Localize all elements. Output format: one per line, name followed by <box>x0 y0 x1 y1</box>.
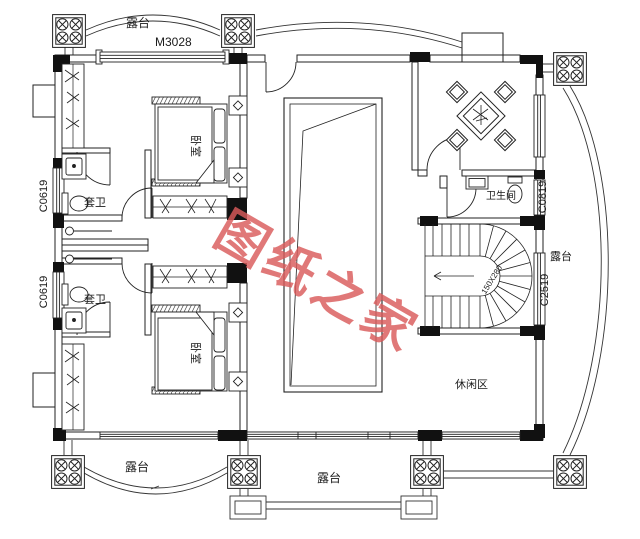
label-bedroom-bottom: 卧室 <box>189 342 201 364</box>
toilet-icon <box>61 176 523 306</box>
label-terrace-bottom-left: 露台 <box>125 460 150 474</box>
label-bedroom-top: 卧室 <box>189 135 201 157</box>
label-window-c0619-top: C0619 <box>38 179 50 213</box>
stair-note: 150X280 <box>480 263 505 295</box>
bed-icon <box>151 95 248 395</box>
plumbing-riser-icon <box>65 226 112 264</box>
windows <box>52 49 546 440</box>
label-leisure-area: 休闲区 <box>455 379 488 391</box>
label-ensuite-bottom: 套卫 <box>84 294 106 306</box>
label-terrace-top: 露台 <box>126 16 151 30</box>
label-terrace-bottom-right: 露台 <box>317 471 342 485</box>
mahjong-table-icon <box>445 80 517 152</box>
bathroom-fixtures <box>61 153 523 334</box>
terrace-railing <box>63 14 609 520</box>
label-ensuite-top: 套卫 <box>84 197 106 209</box>
label-window-c0819: C0819 <box>537 180 549 214</box>
label-door-m3028: M3028 <box>155 35 192 49</box>
central-void <box>283 97 383 393</box>
wall-blocks <box>53 52 545 441</box>
label-window-c0619-bottom: C0619 <box>38 275 50 309</box>
label-bathroom: 卫生间 <box>486 191 516 202</box>
label-terrace-right: 露台 <box>550 251 572 263</box>
sink-icon <box>61 153 489 334</box>
label-window-c2519: C2519 <box>539 273 551 307</box>
stairs-icon: 150X280 <box>424 223 533 329</box>
wardrobe-icon <box>61 63 228 431</box>
